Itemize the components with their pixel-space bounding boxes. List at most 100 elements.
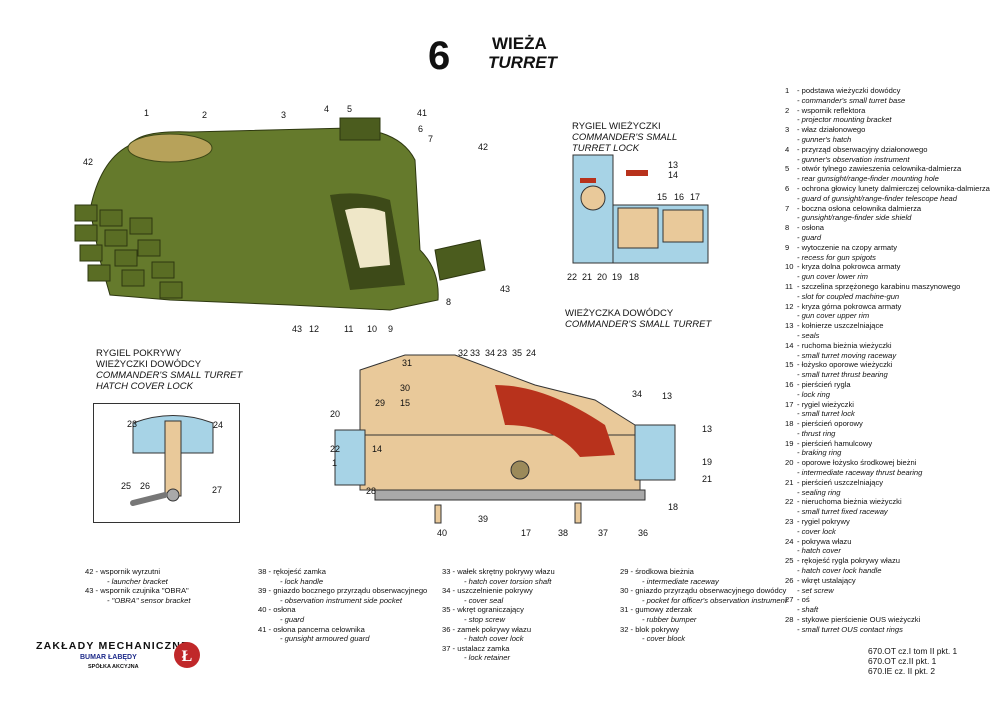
legend-item: 21- pierścień uszczelniający- sealing ri… [785,478,990,498]
legend-item: 2- wspornik reflektora- projector mounti… [785,106,990,126]
lock-callout: 21 [582,272,592,282]
legend-text-pl: - kryza dolna pokrowca armaty [797,262,901,272]
bottom-legend-text-en: - stop screw [464,614,505,624]
turret-callout: 38 [558,528,568,538]
legend-text-en: - gunner's observation instrument [797,154,910,164]
lock-callout: 16 [674,192,684,202]
legend-text-en: - commander's small turret base [797,95,906,105]
legend-text-en: - slot for coupled machine-gun [797,291,900,301]
main-callout: 5 [347,104,352,114]
bottom-legend-text-en: - pocket for officer's observation instr… [642,595,787,605]
legend-text-en: - braking ring [797,448,842,458]
section-hatch-lock-title-pl1: RYGIEL POKRYWY [96,348,182,359]
legend-text-pl: - ochrona głowicy lunety dalmierczej cel… [797,183,990,193]
turret-callout: 23 [497,348,507,358]
legend-item: 1- podstawa wieżyczki dowódcy- commander… [785,86,990,106]
legend-number: 27 [785,595,794,605]
legend-text-en: - seals [797,330,820,340]
bottom-legend-text-en: - lock retainer [464,653,511,663]
legend-text-pl: - przyrząd obserwacyjny działonowego [797,144,928,154]
bottom-legend-text-pl: 40 - osłona [258,605,296,615]
main-callout: 41 [417,108,427,118]
bottom-legend-text-pl: 29 - środkowa bieżnia [620,567,694,576]
legend-text-pl: - nieruchoma bieżnia wieżyczki [797,497,902,507]
legend-text-en: - rear gunsight/range-finder mounting ho… [797,174,939,184]
lock-callout: 14 [668,170,678,180]
legend-number: 8 [785,223,790,233]
legend-text-en: - small turret OUS contact rings [797,624,903,634]
company-type: SPÓŁKA AKCYJNA [88,664,139,670]
legend-text-en: - guard [797,232,822,242]
legend-item: 27- oś- shaft [785,595,990,615]
bottom-legend-col-3: 33 - wałek skrętny pokrywy włazu- hatch … [442,567,555,663]
legend-number: 22 [785,497,794,507]
section-hatch-lock-title: RYGIEL POKRYWY WIEŻYCZKI DOWÓDCY COMMAND… [96,348,242,392]
legend-text-en: - gun cover lower rim [797,272,868,282]
legend-text-en: - cover lock [797,526,836,536]
logo-letter: Ł [182,648,193,665]
legend-number: 12 [785,301,794,311]
bottom-legend-item: 34 - uszczelnienie pokrywy- cover seal [442,586,555,605]
lock-callout: 18 [629,272,639,282]
bottom-legend-col-4: 29 - środkowa bieżnia- intermediate race… [620,567,787,644]
legend-item: 3- właz działonowego- gunner's hatch [785,125,990,145]
turret-callout: 36 [638,528,648,538]
legend-number: 21 [785,477,794,487]
legend-text-en: - hatch cover [797,546,841,556]
main-callout: 42 [478,142,488,152]
main-callout: 12 [309,324,319,334]
legend-number: 7 [785,203,790,213]
bottom-legend-text-en: - hatch cover lock [464,634,524,644]
legend-text-pl: - stykowe pierścienie OUS wieżyczki [797,615,921,625]
bottom-legend-text-en: - lock handle [280,576,324,586]
bottom-legend-item: 38 - rękojeść zamka- lock handle [258,567,427,586]
legend-text-pl: - pierścień uszczelniający [797,477,884,487]
ref-1: 670.OT cz.I tom II pkt. 1 [868,646,958,656]
legend-text-pl: - łożysko oporowe wieżyczki [797,360,893,370]
bottom-legend-text-pl: 30 - gniazdo przyrządu obserwacyjnego do… [620,586,787,596]
legend-text-pl: - właz działonowego [797,125,866,135]
main-callout: 7 [428,134,433,144]
turret-callout: 13 [662,391,672,401]
legend-text-en: - gunner's hatch [797,134,852,144]
legend-item: 4- przyrząd obserwacyjny działonowego- g… [785,145,990,165]
turret-callout: 30 [400,383,410,393]
turret-callout: 14 [372,444,382,454]
lock-callout: 22 [567,272,577,282]
turret-callout: 34 [632,389,642,399]
legend-text-en: - small turret lock [797,409,855,419]
legend-item: 19- pierścień hamulcowy- braking ring [785,439,990,459]
bottom-legend-text-pl: 31 - gumowy zderzak [620,605,693,615]
bottom-legend-text-pl: 35 - wkręt ograniczający [442,605,524,615]
legend-text-en: - projector mounting bracket [797,115,892,125]
bottom-legend-text-pl: 43 - wspornik czujnika "OBRA" [85,586,189,596]
turret-callout: 39 [478,514,488,524]
lock-drawing [572,154,709,264]
hatch-callout: 24 [213,420,223,430]
legend-item: 24- pokrywa włazu- hatch cover [785,537,990,557]
bottom-legend-item: 33 - wałek skrętny pokrywy włazu- hatch … [442,567,555,586]
turret-callout: 19 [702,457,712,467]
lock-callout: 15 [657,192,667,202]
document-references: 670.OT cz.I tom II pkt. 1 670.OT cz.II p… [868,646,957,676]
ref-2: 670.OT cz.II pkt. 1 [868,656,937,666]
legend-item: 5- otwór tylnego zawieszenia celownika-d… [785,164,990,184]
section-small-turret-title-pl: WIEŻYCZKA DOWÓDCY [565,308,674,319]
legend-text-pl: - rygiel pokrywy [797,517,850,527]
legend-number: 11 [785,281,793,291]
turret-callout: 34 [485,348,495,358]
main-callout: 6 [418,124,423,134]
legend-text-pl: - rękojeść rygla pokrywy włazu [797,556,900,566]
hatch-callout: 27 [212,485,222,495]
legend-number: 24 [785,536,794,546]
bottom-legend-item: 42 - wspornik wyrzutni- launcher bracket [85,567,190,586]
legend-text-pl: - wytoczenie na czopy armaty [797,242,898,252]
legend-number: 1 [785,86,790,95]
legend-text-en: - shaft [797,605,819,615]
lock-callout: 13 [668,160,678,170]
legend-item: 28- stykowe pierścienie OUS wieżyczki- s… [785,615,990,635]
bottom-legend-text-en: - cover block [642,634,686,644]
legend-number: 13 [785,321,794,331]
legend-text-pl: - ruchoma bieżnia wieżyczki [797,340,892,350]
legend-text-en: - small turret fixed raceway [797,507,888,517]
